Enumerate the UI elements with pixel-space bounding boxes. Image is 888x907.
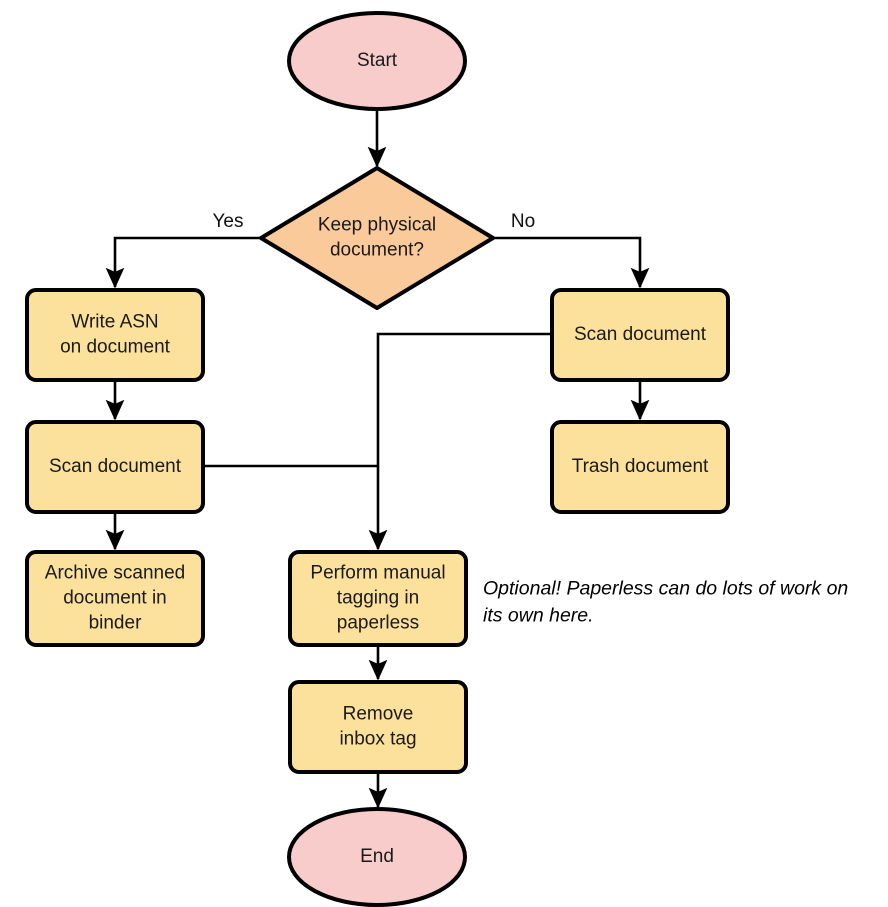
node-label: Start [357, 50, 398, 71]
node-trash-document[interactable]: Trash document [550, 420, 730, 514]
process-shape[interactable] [25, 550, 205, 647]
edge-label-no: No [511, 211, 535, 232]
edge-path [105, 236, 261, 289]
process-shape[interactable] [550, 288, 730, 382]
node-label: Scan document [574, 324, 707, 345]
edge-decision-yes-to-write-asn: Yes [105, 211, 261, 289]
process-shape[interactable] [25, 420, 205, 514]
process-shape[interactable] [288, 550, 468, 647]
process-shape[interactable] [550, 420, 730, 514]
node-label: Scan document [49, 456, 182, 477]
edge-scan-document-right-to-manual-tagging [368, 332, 552, 551]
edge-label-yes: Yes [213, 211, 244, 232]
node-end[interactable]: End [287, 807, 467, 907]
annotation-optional-note: Optional! Paperless can do lots of work … [483, 578, 848, 627]
node-label: Trash document [572, 456, 709, 477]
node-start[interactable]: Start [287, 11, 467, 111]
edge-decision-no-to-scan-document-right: No [493, 211, 650, 289]
decision-shape[interactable] [259, 166, 495, 310]
edge-path [368, 332, 552, 551]
edges-layer: Yes No [105, 109, 650, 809]
node-label: End [360, 846, 394, 867]
process-shape[interactable] [288, 680, 468, 774]
annotations-layer: Optional! Paperless can do lots of work … [483, 578, 848, 627]
node-scan-document-left[interactable]: Scan document [25, 420, 205, 514]
node-scan-document-right[interactable]: Scan document [550, 288, 730, 382]
edge-path [493, 236, 650, 289]
process-shape[interactable] [25, 288, 205, 382]
terminator-shape[interactable] [287, 807, 467, 907]
terminator-shape[interactable] [287, 11, 467, 111]
